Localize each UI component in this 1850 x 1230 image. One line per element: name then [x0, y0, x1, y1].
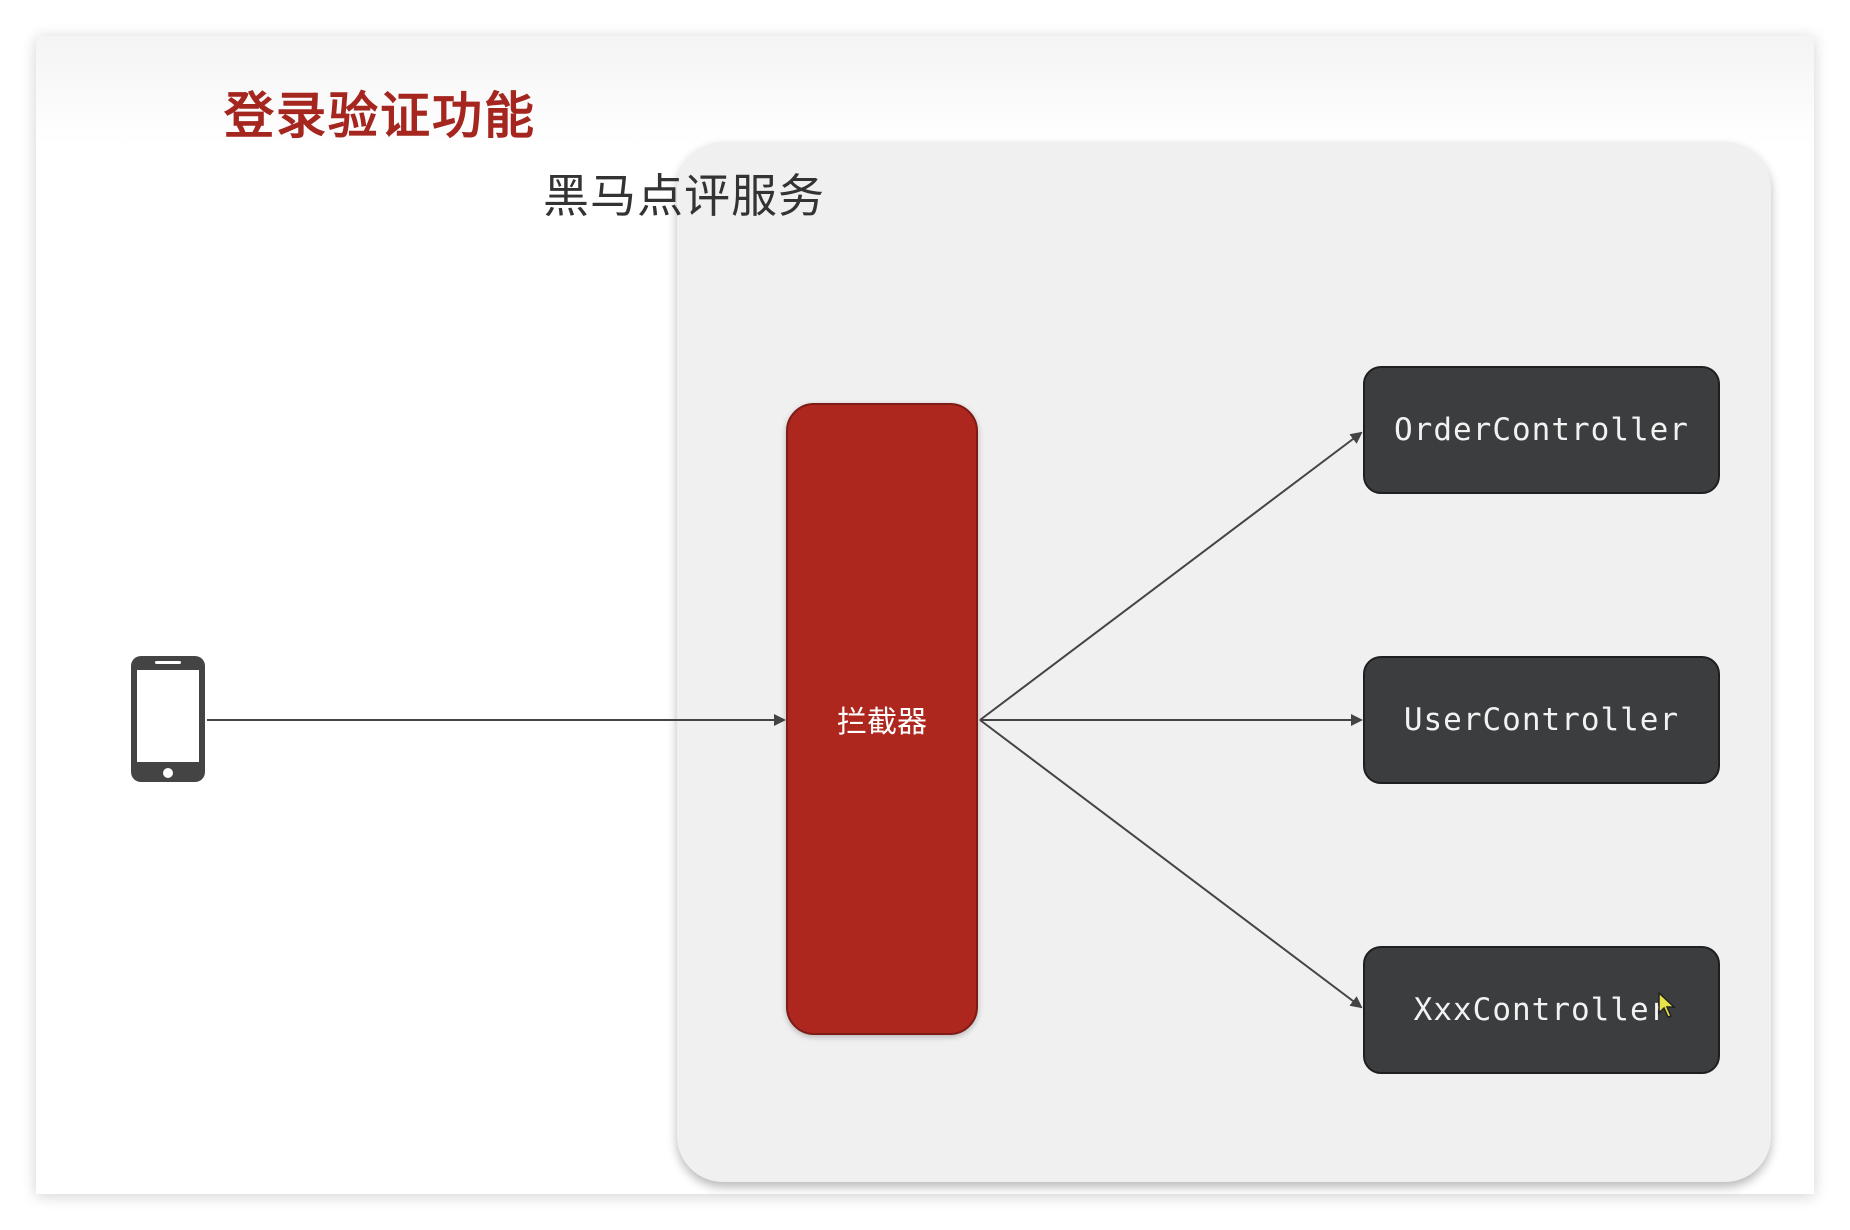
interceptor-label: 拦截器: [837, 705, 927, 740]
mouse-cursor-icon: [1658, 991, 1676, 1018]
edge-interceptor-to-ordercontroller: [979, 431, 1363, 721]
service-title: 黑马点评服务: [543, 169, 825, 223]
smartphone-icon: [131, 656, 205, 782]
interceptor-node: 拦截器: [786, 403, 978, 1035]
slide-header-band: [36, 36, 1814, 146]
user-controller-node: UserController: [1363, 656, 1720, 784]
user-controller-label: UserController: [1403, 702, 1680, 738]
page-title: 登录验证功能: [224, 87, 536, 145]
order-controller-node: OrderController: [1363, 366, 1720, 494]
order-controller-label: OrderController: [1394, 412, 1689, 448]
xxx-controller-label: XxxController: [1413, 992, 1670, 1028]
edge-interceptor-to-xxxcontroller: [979, 719, 1363, 1009]
